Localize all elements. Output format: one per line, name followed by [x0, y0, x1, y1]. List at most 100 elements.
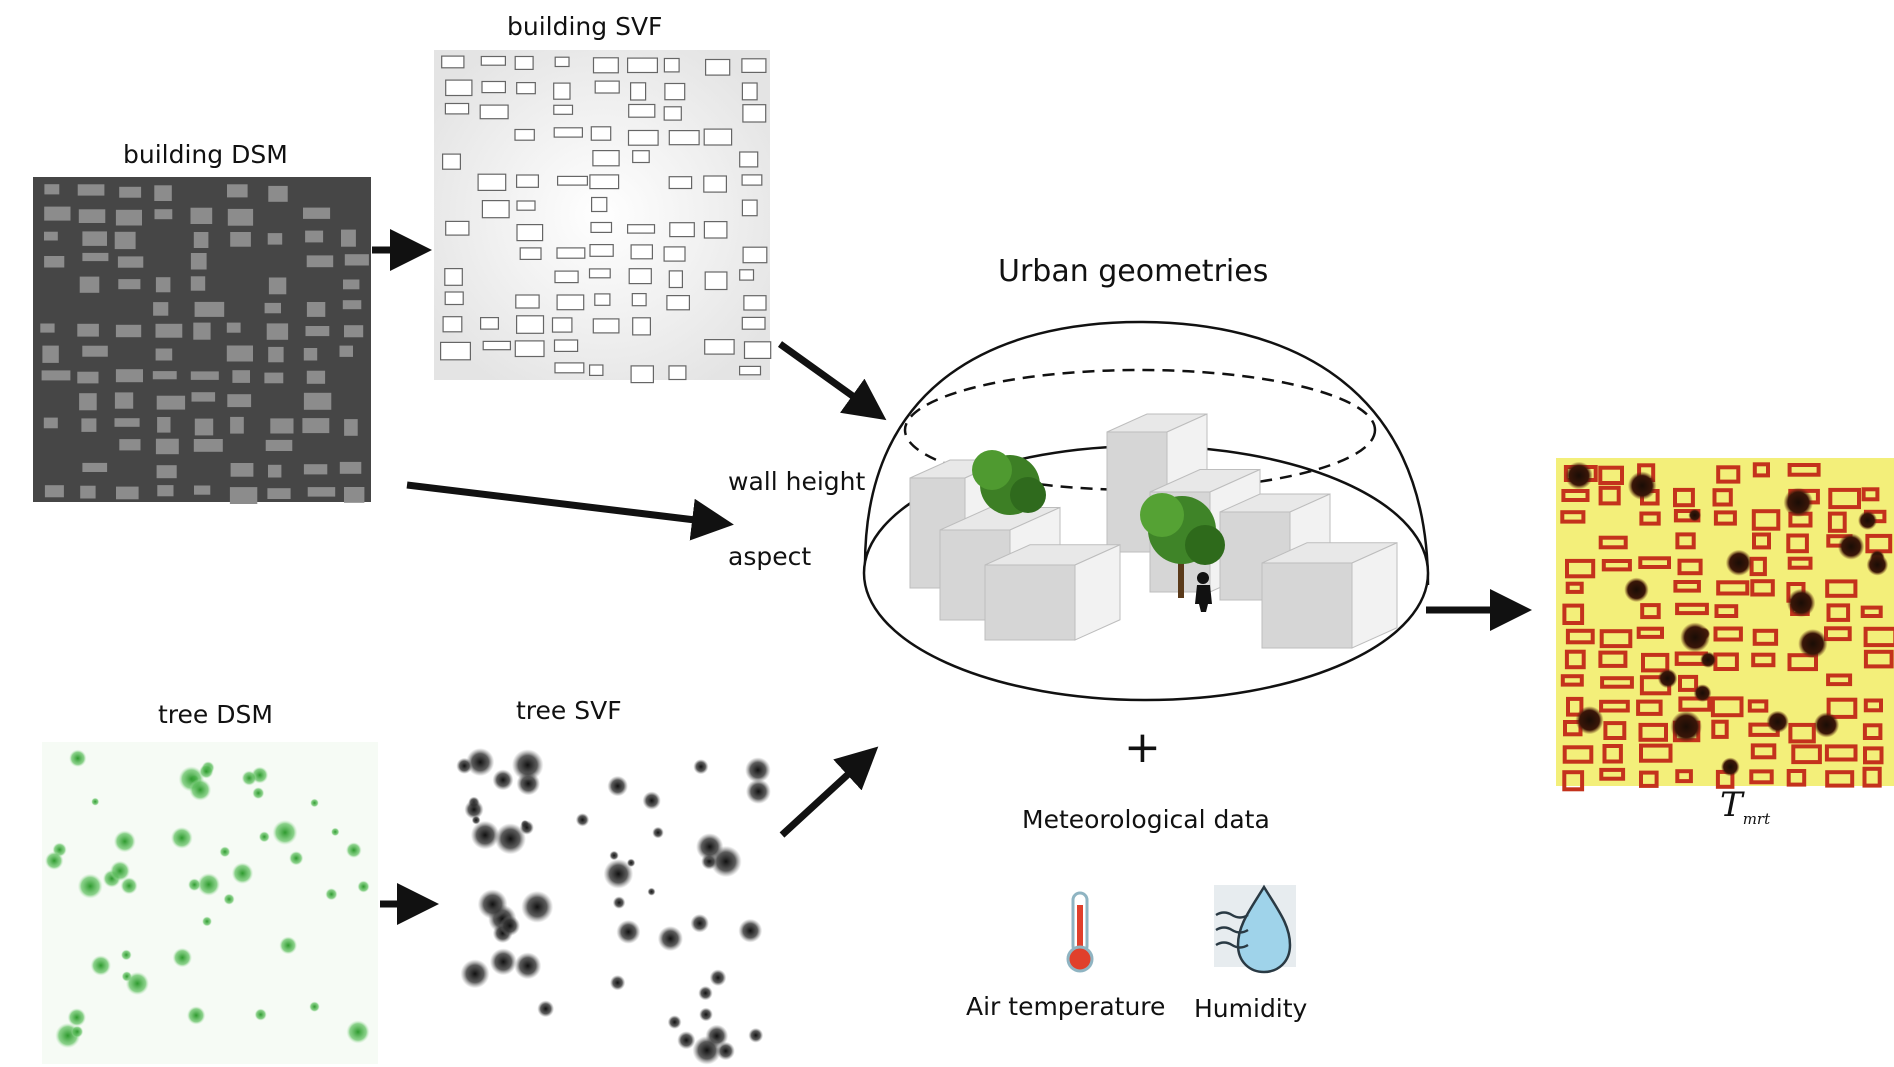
dsm-building-block	[342, 300, 362, 310]
dsm-building-block	[119, 186, 142, 198]
dsm-building-block	[190, 276, 206, 291]
tmrt-building-outline	[1716, 465, 1741, 484]
tmrt-shadow-spot	[1720, 757, 1740, 777]
tmrt-building-outline	[1750, 579, 1775, 597]
dsm-building-block	[153, 302, 169, 316]
dsm-building-block	[302, 418, 330, 434]
tree-dsm-spot	[109, 860, 131, 882]
tmrt-building-outline	[1787, 556, 1813, 570]
tmrt-shadow-spot	[1575, 706, 1604, 735]
tree-svf-spot	[499, 915, 521, 936]
building-dsm-map	[33, 177, 371, 504]
tmrt-building-outline	[1826, 603, 1851, 622]
svf-building-block	[553, 127, 584, 138]
tree-dsm-spot	[258, 831, 270, 843]
tree-dsm-spot	[325, 888, 338, 901]
svf-building-block	[551, 317, 573, 333]
dsm-building-block	[194, 301, 225, 317]
tmrt-shadow-spot	[1837, 533, 1865, 560]
tree-svf-spot	[460, 959, 490, 989]
tmrt-building-outline	[1603, 721, 1627, 740]
tree-svf-spot	[692, 1035, 722, 1065]
tree-dsm-spot	[170, 826, 193, 849]
tmrt-shadow-spot	[1858, 510, 1878, 530]
dsm-building-block	[339, 345, 353, 357]
tmrt-building-outline	[1787, 653, 1818, 672]
tree-svf-spot	[470, 820, 500, 850]
tree-dsm-spot	[345, 842, 362, 858]
dsm-building-block	[152, 371, 177, 380]
tmrt-building-outline	[1565, 581, 1584, 594]
dsm-building-block	[190, 207, 213, 224]
dsm-building-block	[343, 279, 360, 290]
tmrt-building-outline	[1598, 650, 1628, 668]
dsm-building-block	[40, 323, 55, 333]
svf-building-block	[741, 58, 767, 73]
dsm-building-block	[305, 326, 330, 337]
tree-svf-spot	[456, 757, 473, 775]
svf-building-block	[628, 103, 656, 118]
dsm-building-block	[115, 209, 142, 226]
svf-building-block	[444, 268, 463, 286]
tree-dsm-spot	[120, 949, 132, 961]
tmrt-building-outline	[1675, 602, 1709, 616]
tmrt-building-outline	[1601, 559, 1632, 572]
tree-svf-spot	[616, 919, 641, 944]
dsm-building-block	[154, 209, 173, 220]
svf-building-block	[741, 316, 766, 330]
tree-dsm-spot	[309, 1001, 320, 1012]
tmrt-building-outline	[1786, 769, 1807, 787]
tmrt-building-outline	[1863, 626, 1894, 648]
dsm-building-block	[44, 231, 58, 241]
tmrt-building-outline	[1861, 487, 1880, 502]
dsm-building-block	[344, 487, 365, 503]
tmrt-label: Tmrt	[1720, 785, 1770, 828]
svf-building-block	[630, 365, 654, 384]
tree-dsm-spot	[189, 778, 212, 801]
svf-building-block	[516, 200, 536, 211]
tree-dsm-spot	[241, 770, 257, 786]
svf-building-block	[668, 365, 687, 381]
tmrt-building-outline	[1636, 626, 1664, 639]
dsm-building-block	[119, 439, 141, 451]
svf-building-block	[741, 82, 758, 101]
tree-svf-spot	[667, 1015, 682, 1029]
svf-building-block	[668, 130, 700, 146]
svf-building-block	[629, 82, 647, 101]
tree-svf-spot	[745, 757, 771, 783]
tmrt-shadow-spot	[1670, 710, 1702, 743]
svf-building-block	[590, 196, 608, 213]
svf-building-block	[632, 150, 650, 164]
svf-building-block	[479, 104, 509, 120]
tmrt-building-outline	[1825, 579, 1858, 598]
tmrt-building-outline	[1600, 676, 1634, 689]
dsm-building-block	[303, 392, 332, 410]
tree-svf-spot	[492, 769, 514, 791]
tmrt-building-outline	[1638, 722, 1668, 742]
tree-dsm-spot	[77, 873, 103, 899]
tmrt-symbol: T	[1720, 785, 1743, 825]
tree-svf-spot	[603, 859, 634, 889]
tree-svf-spot	[642, 791, 661, 810]
svf-building-block	[442, 153, 462, 170]
svf-building-block	[554, 56, 570, 68]
tree-svf-spot	[696, 833, 724, 861]
svf-building-block	[440, 341, 472, 361]
dsm-building-block	[339, 461, 362, 474]
tmrt-building-outline	[1860, 605, 1883, 618]
tree-dsm-spot	[125, 971, 150, 996]
svf-building-block	[592, 57, 619, 74]
tmrt-building-outline	[1713, 626, 1743, 642]
dsm-building-block	[41, 370, 71, 381]
tmrt-building-outline	[1639, 511, 1661, 526]
svf-building-block	[516, 81, 536, 95]
tmrt-building-outline	[1675, 532, 1696, 550]
tmrt-building-outline	[1675, 769, 1693, 784]
tmrt-building-outline	[1677, 558, 1703, 576]
dsm-building-block	[80, 485, 96, 499]
tmrt-building-outline	[1749, 556, 1767, 577]
building-box-front	[984, 564, 1076, 641]
tmrt-building-outline	[1640, 603, 1661, 620]
tree-dsm-spot	[71, 1025, 84, 1038]
dsm-building-block	[227, 394, 252, 408]
